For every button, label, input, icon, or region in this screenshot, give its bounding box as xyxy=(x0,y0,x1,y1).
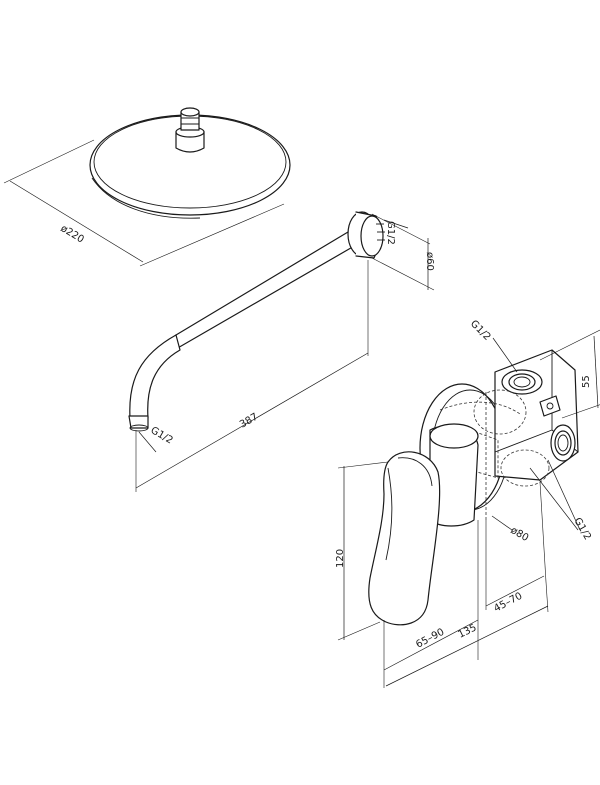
arm-outlet-callout: G1/2 xyxy=(138,425,175,453)
cover-diameter-dimension: ø80 xyxy=(491,515,531,544)
shower-arm xyxy=(128,211,385,432)
cover-diameter-label: ø80 xyxy=(509,525,531,544)
body-depth-range-dimension: 45–70 xyxy=(485,481,547,615)
arm-connection-label: G1/2 xyxy=(385,221,396,245)
body-top-connection-label: G1/2 xyxy=(468,318,493,343)
lever-depth-range-label: 65–90 xyxy=(414,627,446,651)
lever-height-dimension: 120 xyxy=(335,461,389,641)
mixer-lever xyxy=(368,423,479,626)
arm-length-label: 387 xyxy=(238,412,260,431)
flange-diameter-dimension: ø60 xyxy=(371,213,435,291)
body-height-dimension: 55 xyxy=(539,329,600,419)
body-top-connection-callout: G1/2 xyxy=(468,318,518,373)
arm-connection-callout: G1/2 xyxy=(383,219,409,245)
arm-outlet-label: G1/2 xyxy=(149,425,175,446)
head-diameter-label: ø220 xyxy=(58,223,85,245)
body-height-label: 55 xyxy=(581,375,592,388)
shower-head xyxy=(89,107,291,219)
flange-diameter-label: ø60 xyxy=(424,252,435,271)
body-side-connections-label: G1/2 xyxy=(571,516,592,542)
lever-height-label: 120 xyxy=(335,549,346,568)
total-depth-label: 135 xyxy=(456,622,478,640)
